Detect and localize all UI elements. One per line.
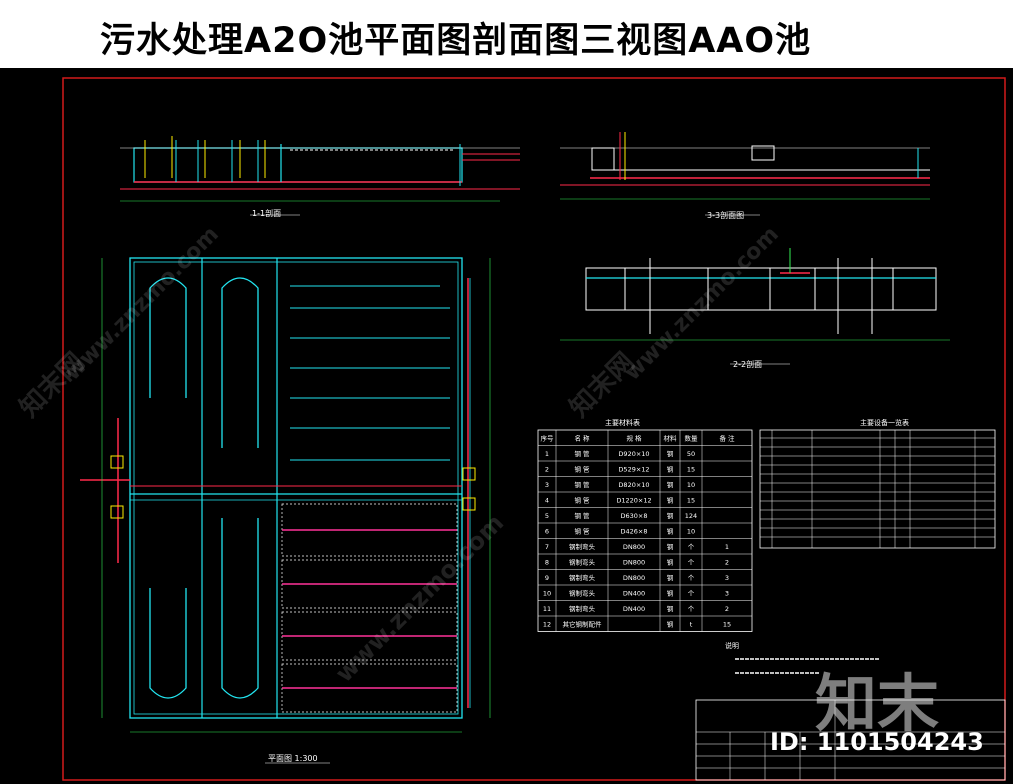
table-cell: 钢 <box>667 620 674 628</box>
table-cell: t <box>690 620 693 628</box>
table-cell: 钢 <box>667 574 674 582</box>
table-cell: 个 <box>688 574 695 582</box>
section-3-3 <box>560 132 930 216</box>
table-cell: 钢 <box>667 481 674 489</box>
table-cell: 钢 <box>667 465 674 473</box>
table-cell: 钢制弯头 <box>569 573 596 582</box>
section-1-1 <box>120 136 520 216</box>
notes: 说明 <box>725 641 880 674</box>
table-cell: DN400 <box>623 589 645 597</box>
table-cell: 4 <box>545 496 549 504</box>
table-cell: 2 <box>725 558 729 566</box>
table-cell: 7 <box>545 543 549 551</box>
table-cell: 钢 管 <box>574 511 590 520</box>
table-header-cell: 名 称 <box>574 433 590 442</box>
table-cell: D426×8 <box>621 527 648 535</box>
table-cell: 个 <box>688 589 695 597</box>
section-2-2-label: 2-2剖面 <box>733 359 762 369</box>
table-cell: 钢制弯头 <box>569 542 596 551</box>
table-cell: D1220×12 <box>616 496 651 504</box>
title-block <box>695 699 1006 781</box>
table-cell: 钢 <box>667 589 674 597</box>
title-banner: 污水处理A2O池平面图剖面图三视图AAO池 <box>0 0 1013 68</box>
table-cell: 124 <box>685 512 697 520</box>
table-cell: 钢 管 <box>574 495 590 504</box>
table-cell: 15 <box>687 465 695 473</box>
cad-drawing: 1-1剖面 3-3剖面图 <box>62 77 1006 781</box>
plan-view-label: 平面图 1:300 <box>268 754 318 763</box>
table-cell: 钢 管 <box>574 480 590 489</box>
table-cell: 钢 <box>667 527 674 535</box>
page-title: 污水处理A2O池平面图剖面图三视图AAO池 <box>100 21 812 61</box>
watermark-logo: 知末 <box>815 667 940 740</box>
cad-drawing-sheet: 1-1剖面 3-3剖面图 <box>0 68 1013 784</box>
table-cell: 个 <box>688 558 695 566</box>
table-cell: 钢 <box>667 605 674 613</box>
table-cell: 2 <box>545 465 549 473</box>
table-cell: 钢 管 <box>574 449 590 458</box>
table-cell: DN800 <box>623 543 645 551</box>
table-cell: 其它钢制配件 <box>563 619 603 628</box>
table-cell: 9 <box>545 574 549 582</box>
table-header-cell: 规 格 <box>626 433 642 442</box>
table-cell: 钢 <box>667 543 674 551</box>
notes-heading: 说明 <box>725 641 739 650</box>
table-header-cell: 材料 <box>664 433 678 442</box>
table-cell: D920×10 <box>618 450 649 458</box>
table-cell: 50 <box>687 450 695 458</box>
table-cell: 钢 <box>667 450 674 458</box>
table-cell: 10 <box>687 481 695 489</box>
section-1-1-label: 1-1剖面 <box>252 208 281 218</box>
table-cell: DN800 <box>623 574 645 582</box>
table-cell: 钢制弯头 <box>569 604 596 613</box>
section-2-2 <box>560 248 950 365</box>
table-cell: 个 <box>688 605 695 613</box>
table-cell: 钢制弯头 <box>569 557 596 566</box>
table-cell: 10 <box>543 589 551 597</box>
table-cell: 11 <box>543 605 551 613</box>
table-cell: DN400 <box>623 605 645 613</box>
table-cell: 15 <box>687 496 695 504</box>
table-cell: 3 <box>725 574 729 582</box>
equipment-table: 主要设备一览表 <box>759 418 996 549</box>
equipment-table-title: 主要设备一览表 <box>860 418 909 427</box>
table-cell: 3 <box>725 589 729 597</box>
table-cell: 钢 管 <box>574 464 590 473</box>
outer-frame <box>62 77 1006 781</box>
table-cell: 钢 管 <box>574 526 590 535</box>
table-cell: 2 <box>725 605 729 613</box>
table-cell: 3 <box>545 481 549 489</box>
material-table: 主要材料表 序号 名 称 规 格 材料数量 备 注 1 钢 管 D920×10 钢 50 2 钢 管 D… <box>537 418 753 632</box>
table-cell: 5 <box>545 512 549 520</box>
material-table-frame <box>537 429 753 632</box>
table-cell: 12 <box>543 620 551 628</box>
table-cell: 个 <box>688 543 695 551</box>
table-header-cell: 备 注 <box>719 433 735 442</box>
table-cell: 钢 <box>667 496 674 504</box>
table-cell: D630×8 <box>621 512 648 520</box>
table-cell: 1 <box>545 450 549 458</box>
section-3-3-label: 3-3剖面图 <box>707 210 744 220</box>
material-table-title: 主要材料表 <box>605 418 640 427</box>
table-cell: 15 <box>723 620 731 628</box>
table-header-cell: 序号 <box>541 433 555 442</box>
table-cell: DN800 <box>623 558 645 566</box>
table-cell: 10 <box>687 527 695 535</box>
table-cell: 钢制弯头 <box>569 588 596 597</box>
table-cell: 6 <box>545 527 549 535</box>
table-cell: 钢 <box>667 512 674 520</box>
table-cell: D820×10 <box>618 481 649 489</box>
table-cell: 钢 <box>667 558 674 566</box>
watermark-id: ID: 1101504243 <box>770 728 984 756</box>
plan-view <box>80 257 491 764</box>
table-cell: D529×12 <box>618 465 649 473</box>
table-cell: 1 <box>725 543 729 551</box>
table-cell: 8 <box>545 558 549 566</box>
table-header-cell: 数量 <box>685 433 699 442</box>
